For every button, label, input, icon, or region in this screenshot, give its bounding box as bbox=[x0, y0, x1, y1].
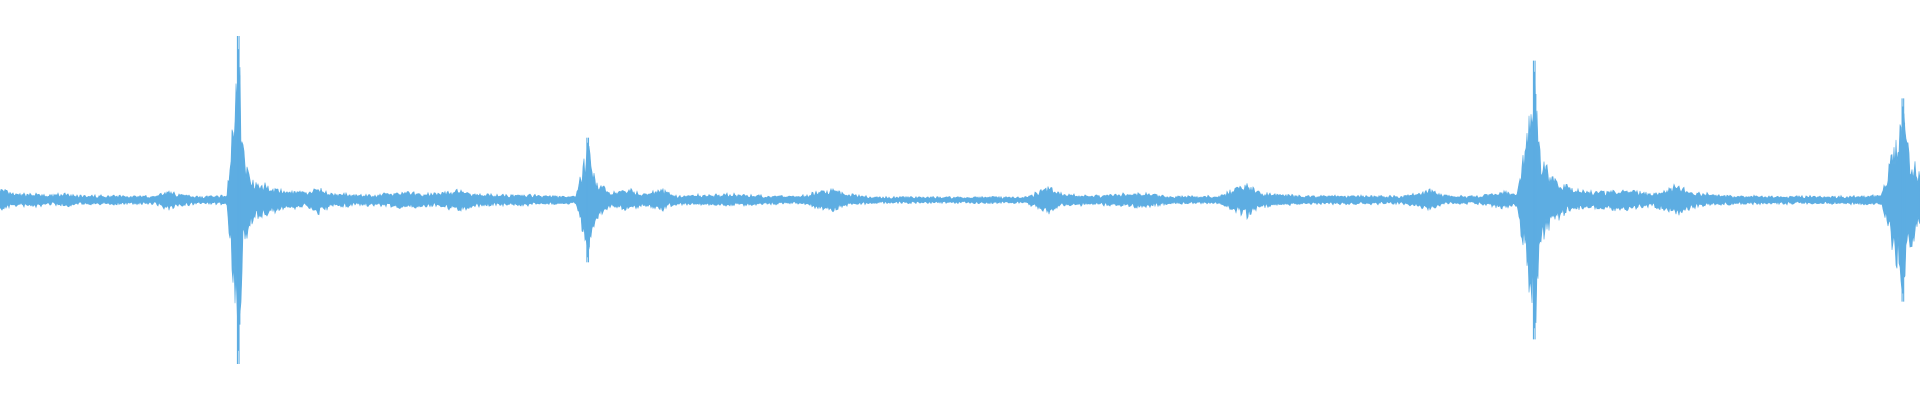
waveform-area bbox=[0, 67, 1920, 339]
waveform-series bbox=[0, 36, 1920, 364]
